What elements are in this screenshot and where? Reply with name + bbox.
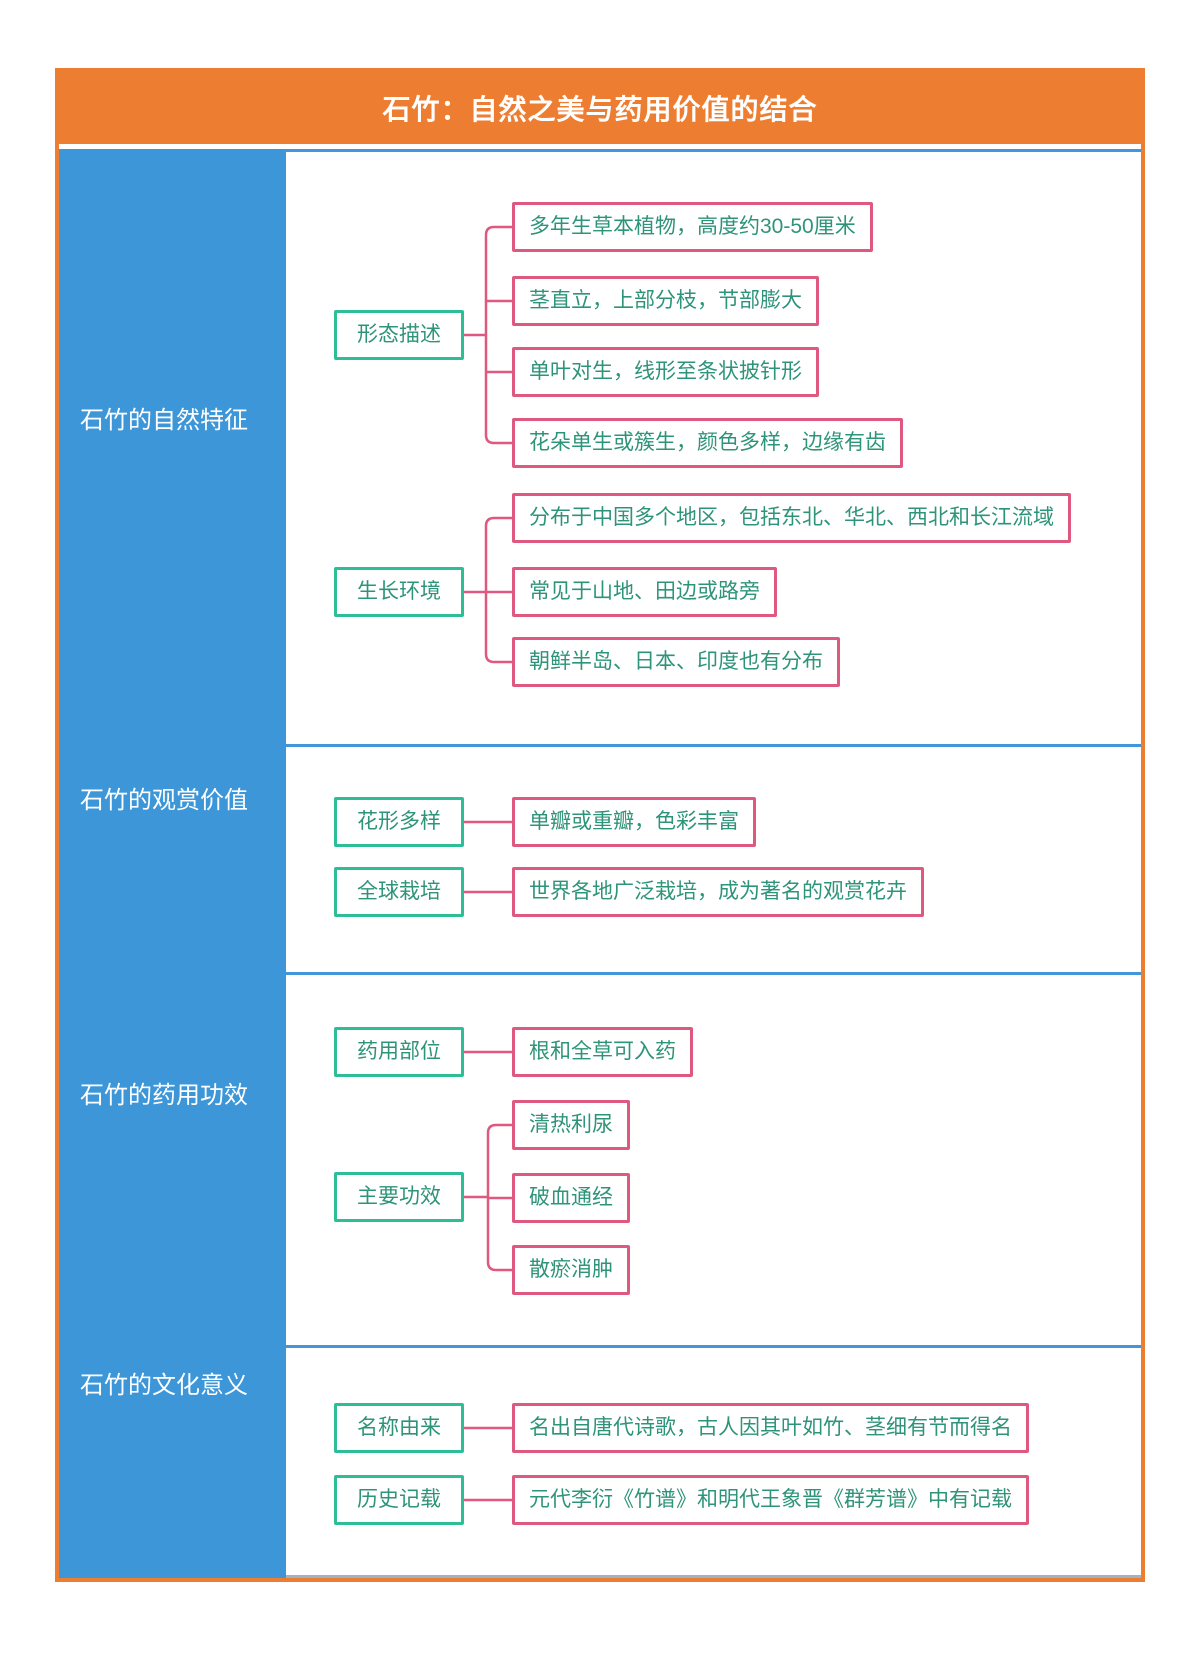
topic-node-main-effects: 主要功效: [334, 1172, 464, 1222]
detail-node: 单叶对生，线形至条状披针形: [512, 347, 819, 397]
topic-node-morphology: 形态描述: [334, 310, 464, 360]
topic-node-name-origin: 名称由来: [334, 1403, 464, 1453]
section-divider: [286, 149, 1141, 152]
diagram-frame: 石竹：自然之美与药用价值的结合 石竹的自然特征 石竹的观赏价值 石竹的药用功效 …: [55, 68, 1145, 1582]
topic-node-cultivation: 全球栽培: [334, 867, 464, 917]
detail-node: 世界各地广泛栽培，成为著名的观赏花卉: [512, 867, 924, 917]
detail-node: 名出自唐代诗歌，古人因其叶如竹、茎细有节而得名: [512, 1403, 1029, 1453]
section-divider: [286, 744, 1141, 747]
detail-node: 散瘀消肿: [512, 1245, 630, 1295]
topic-node-habitat: 生长环境: [334, 567, 464, 617]
topic-node-medicinal-parts: 药用部位: [334, 1027, 464, 1077]
topic-node-historical-records: 历史记载: [334, 1475, 464, 1525]
detail-node: 清热利尿: [512, 1100, 630, 1150]
sidebar-section-label-ornamental-value: 石竹的观赏价值: [80, 787, 248, 814]
diagram-body: 石竹的自然特征 石竹的观赏价值 石竹的药用功效 石竹的文化意义: [59, 149, 1141, 1578]
sidebar-section-label-medicinal-effects: 石竹的药用功效: [80, 1082, 248, 1109]
detail-node: 分布于中国多个地区，包括东北、华北、西北和长江流域: [512, 493, 1071, 543]
detail-node: 多年生草本植物，高度约30-50厘米: [512, 202, 873, 252]
page-title: 石竹：自然之美与药用价值的结合: [382, 94, 818, 125]
detail-node: 单瓣或重瓣，色彩丰富: [512, 797, 756, 847]
detail-node: 元代李衍《竹谱》和明代王象晋《群芳谱》中有记载: [512, 1475, 1029, 1525]
sidebar-section-label-cultural-meaning: 石竹的文化意义: [80, 1372, 248, 1399]
detail-node: 破血通经: [512, 1173, 630, 1223]
detail-node: 根和全草可入药: [512, 1027, 693, 1077]
section-divider: [286, 972, 1141, 975]
sidebar-section-label-natural-features: 石竹的自然特征: [80, 407, 248, 434]
mindmap-canvas: 形态描述 多年生草本植物，高度约30-50厘米 茎直立，上部分枝，节部膨大 单叶…: [286, 149, 1141, 1578]
detail-node: 常见于山地、田边或路旁: [512, 567, 777, 617]
topic-node-flower-forms: 花形多样: [334, 797, 464, 847]
detail-node: 朝鲜半岛、日本、印度也有分布: [512, 637, 840, 687]
sidebar: 石竹的自然特征 石竹的观赏价值 石竹的药用功效 石竹的文化意义: [59, 149, 286, 1578]
diagram-title-bar: 石竹：自然之美与药用价值的结合: [59, 72, 1141, 144]
detail-node: 茎直立，上部分枝，节部膨大: [512, 276, 819, 326]
section-divider: [286, 1345, 1141, 1348]
detail-node: 花朵单生或簇生，颜色多样，边缘有齿: [512, 418, 903, 468]
